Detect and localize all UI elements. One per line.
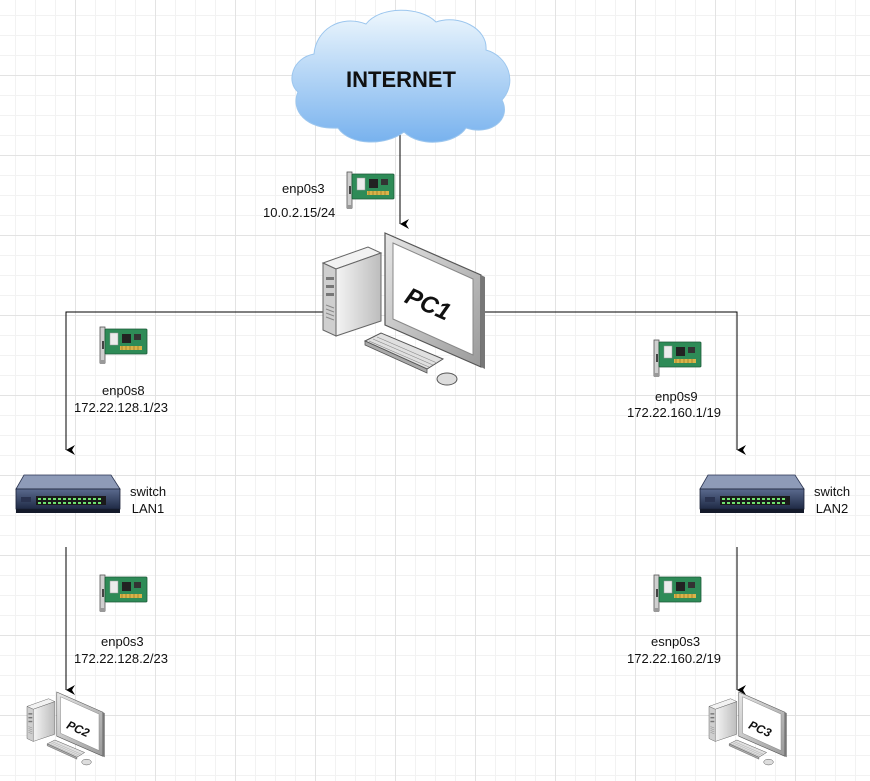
pc1-wan-interface-ip: 10.0.2.15/24 [263, 205, 336, 220]
switch-lan2-name-label: LAN2 [815, 501, 849, 516]
switch-lan1-kind-label: switch [129, 484, 167, 499]
pc1-lan2-interface-ip: 172.22.160.1/19 [627, 405, 721, 420]
nic-pc2-icon [99, 574, 148, 613]
pc3-interface-name: esnp0s3 [651, 634, 701, 649]
pc1-wan-interface-name: enp0s3 [282, 181, 325, 196]
pc1-desktop-computer-icon [322, 232, 486, 386]
internet-cloud-icon [291, 9, 511, 143]
connectors [65, 127, 746, 695]
nic-pc1-wan-icon [346, 171, 395, 210]
pc2-interface-ip: 172.22.128.2/23 [74, 651, 168, 666]
switch-lan1-name-label: LAN1 [131, 501, 165, 516]
nic-pc1-lan2-icon [653, 339, 702, 378]
link-pc1-switch-lan2 [484, 311, 746, 455]
pc3-interface-ip: 172.22.160.2/19 [627, 651, 721, 666]
nic-pc1-lan1-icon [99, 326, 148, 365]
switch-lan2-kind-label: switch [813, 484, 851, 499]
switch-lan1-icon [15, 474, 121, 514]
pc1-lan1-interface-name: enp0s8 [102, 383, 145, 398]
link-pc1-switch-lan1 [65, 311, 325, 455]
pc1-lan1-interface-ip: 172.22.128.1/23 [74, 400, 168, 415]
nic-pc3-icon [653, 574, 702, 613]
pc2-interface-name: enp0s3 [101, 634, 144, 649]
switch-lan2-icon [699, 474, 805, 514]
pc1-lan2-interface-name: enp0s9 [655, 389, 698, 404]
internet-label: INTERNET [346, 67, 457, 92]
